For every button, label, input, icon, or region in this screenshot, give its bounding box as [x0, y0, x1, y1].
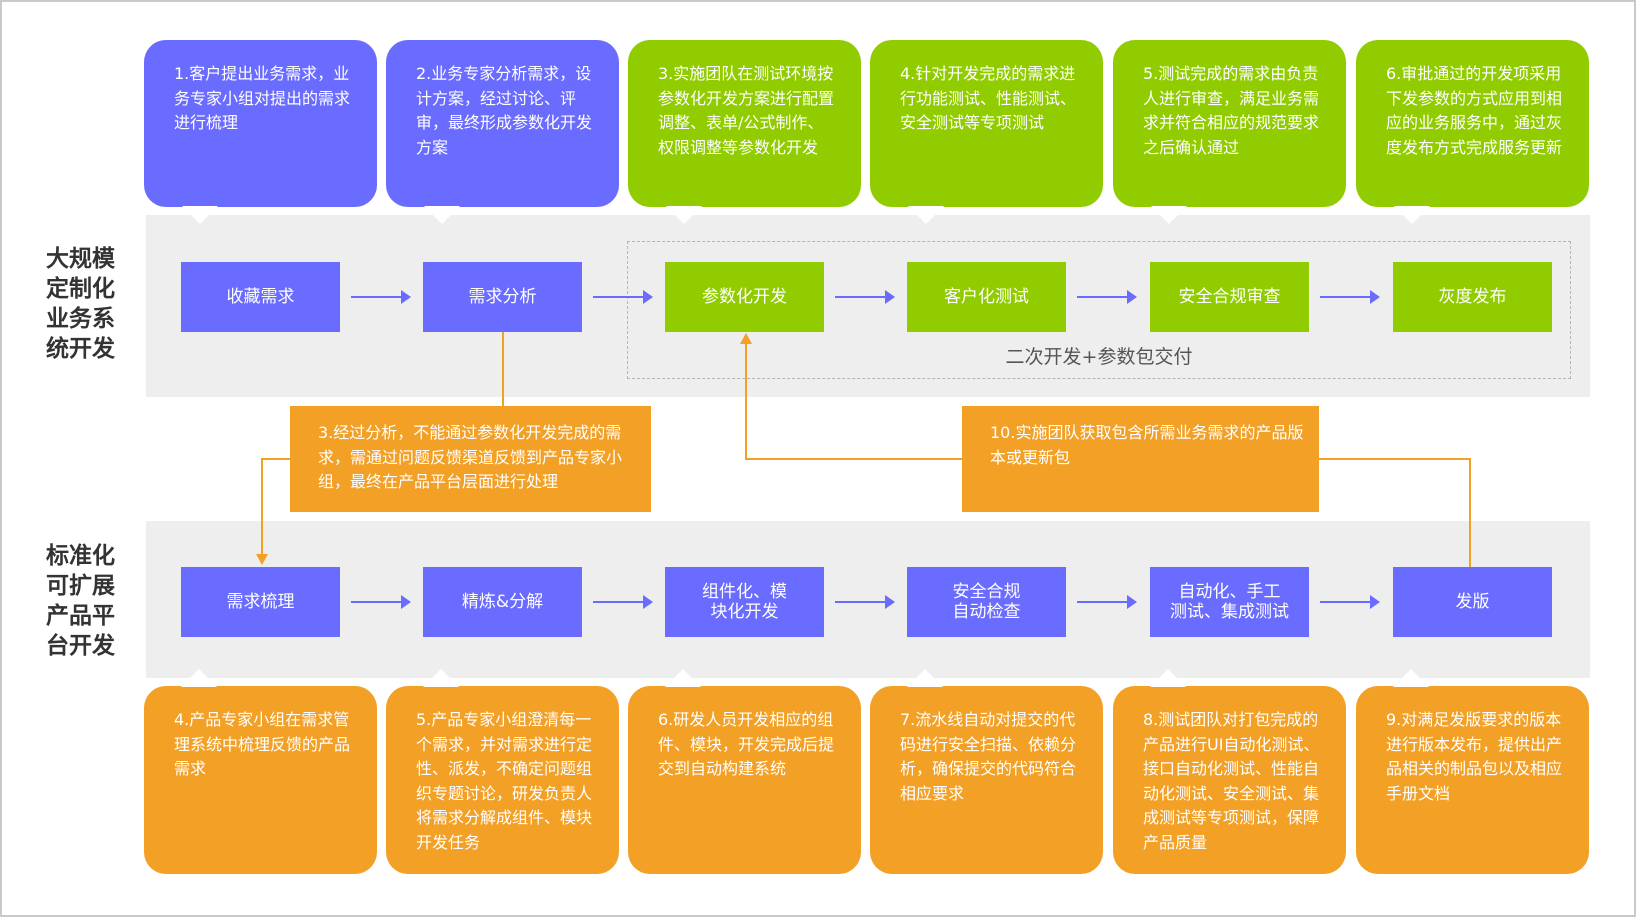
top-callout-5: 5.测试完成的需求由负责人进行审查，满足业务需求并符合相应的规范要求之后确认通过 — [1113, 40, 1346, 224]
callout-text: 5.测试完成的需求由负责人进行审查，满足业务需求并符合相应的规范要求之后确认通过 — [1143, 64, 1320, 157]
feedback-note-10: 10.实施团队获取包含所需业务需求的产品版本或更新包 — [962, 406, 1319, 512]
callout-pointer — [1393, 669, 1429, 687]
arrow-right-icon — [1320, 290, 1380, 304]
bottom-step-2[interactable]: 精炼&分解 — [423, 567, 582, 637]
arrow-down-icon — [256, 554, 268, 565]
top-step-2[interactable]: 需求分析 — [423, 262, 582, 332]
callout-text: 2.业务专家分析需求，设计方案，经过讨论、评审，最终形成参数化开发方案 — [416, 64, 593, 157]
arrow-right-icon — [835, 595, 895, 609]
dashed-group-label: 二次开发+参数包交付 — [1005, 346, 1193, 368]
connector-line — [502, 332, 504, 406]
callout-pointer — [1151, 206, 1187, 224]
top-callout-6: 6.审批通过的开发项采用下发参数的方式应用到相应的业务服务中，通过灰度发布方式完… — [1356, 40, 1589, 224]
bottom-step-4[interactable]: 安全合规 自动检查 — [907, 567, 1066, 637]
top-step-3[interactable]: 参数化开发 — [665, 262, 824, 332]
arrow-right-icon — [351, 595, 411, 609]
callout-pointer — [181, 669, 217, 687]
feedback-note-3: 3.经过分析，不能通过参数化开发完成的需求，需通过问题反馈渠道反馈到产品专家小组… — [290, 406, 651, 512]
arrow-right-icon — [1320, 595, 1380, 609]
arrow-right-icon — [351, 290, 411, 304]
connector-line — [1469, 458, 1471, 567]
connector-line — [745, 343, 747, 460]
connector-line — [1319, 458, 1471, 460]
bottom-callout-4: 4.产品专家小组在需求管理系统中梳理反馈的产品需求 — [144, 669, 377, 874]
lane-band-top — [146, 215, 1590, 397]
top-step-5[interactable]: 安全合规审查 — [1150, 262, 1309, 332]
bottom-step-6[interactable]: 发版 — [1393, 567, 1552, 637]
bottom-callout-6: 6.研发人员开发相应的组件、模块，开发完成后提交到自动构建系统 — [628, 669, 861, 874]
callout-text: 3.实施团队在测试环境按参数化开发方案进行配置调整、表单/公式制作、权限调整等参… — [658, 64, 835, 157]
lane-band-bottom — [146, 521, 1590, 678]
connector-line — [261, 458, 290, 460]
lane-label-top: 大规模定制化业务系统开发 — [46, 246, 115, 362]
callout-pointer — [423, 669, 459, 687]
top-step-6[interactable]: 灰度发布 — [1393, 262, 1552, 332]
callout-pointer — [666, 206, 702, 224]
callout-text: 4.针对开发完成的需求进行功能测试、性能测试、安全测试等专项测试 — [900, 64, 1077, 132]
arrow-right-icon — [593, 595, 653, 609]
bottom-callout-7: 7.流水线自动对提交的代码进行安全扫描、依赖分析，确保提交的代码符合相应要求 — [870, 669, 1103, 874]
top-step-1[interactable]: 收藏需求 — [181, 262, 340, 332]
top-callout-1: 1.客户提出业务需求，业务专家小组对提出的需求进行梳理 — [144, 40, 377, 224]
arrow-right-icon — [593, 290, 653, 304]
bottom-step-3[interactable]: 组件化、模 块化开发 — [665, 567, 824, 637]
callout-pointer — [1150, 669, 1186, 687]
callout-text: 6.研发人员开发相应的组件、模块，开发完成后提交到自动构建系统 — [658, 710, 835, 778]
top-callout-3: 3.实施团队在测试环境按参数化开发方案进行配置调整、表单/公式制作、权限调整等参… — [628, 40, 861, 224]
top-callout-2: 2.业务专家分析需求，设计方案，经过讨论、评审，最终形成参数化开发方案 — [386, 40, 619, 224]
arrow-right-icon — [1077, 595, 1137, 609]
dashed-group-box — [627, 241, 1571, 379]
bottom-step-5[interactable]: 自动化、手工 测试、集成测试 — [1150, 567, 1309, 637]
callout-text: 8.测试团队对打包完成的产品进行UI自动化测试、接口自动化测试、性能自动化测试、… — [1143, 710, 1320, 852]
connector-line — [261, 458, 263, 555]
top-callout-4: 4.针对开发完成的需求进行功能测试、性能测试、安全测试等专项测试 — [870, 40, 1103, 224]
lane-label-bottom: 标准化可扩展产品平台开发 — [46, 543, 115, 659]
arrow-right-icon — [1077, 290, 1137, 304]
connector-line — [745, 458, 962, 460]
bottom-callout-5: 5.产品专家小组澄清每一个需求，并对需求进行定性、派发，不确定问题组织专题讨论，… — [386, 669, 619, 874]
callout-text: 7.流水线自动对提交的代码进行安全扫描、依赖分析，确保提交的代码符合相应要求 — [900, 710, 1077, 803]
callout-pointer — [907, 669, 943, 687]
callout-pointer — [1394, 206, 1430, 224]
bottom-callout-8: 8.测试团队对打包完成的产品进行UI自动化测试、接口自动化测试、性能自动化测试、… — [1113, 669, 1346, 874]
arrow-right-icon — [835, 290, 895, 304]
callout-pointer — [665, 669, 701, 687]
callout-pointer — [908, 206, 944, 224]
top-step-4[interactable]: 客户化测试 — [907, 262, 1066, 332]
callout-pointer — [182, 206, 218, 224]
bottom-step-1[interactable]: 需求梳理 — [181, 567, 340, 637]
arrow-up-icon — [740, 333, 752, 344]
callout-text: 4.产品专家小组在需求管理系统中梳理反馈的产品需求 — [174, 710, 351, 778]
callout-text: 9.对满足发版要求的版本进行版本发布，提供出产品相关的制品包以及相应手册文档 — [1386, 710, 1563, 803]
callout-text: 6.审批通过的开发项采用下发参数的方式应用到相应的业务服务中，通过灰度发布方式完… — [1386, 64, 1563, 157]
callout-text: 1.客户提出业务需求，业务专家小组对提出的需求进行梳理 — [174, 64, 351, 132]
callout-text: 5.产品专家小组澄清每一个需求，并对需求进行定性、派发，不确定问题组织专题讨论，… — [416, 710, 593, 852]
callout-pointer — [424, 206, 460, 224]
bottom-callout-9: 9.对满足发版要求的版本进行版本发布，提供出产品相关的制品包以及相应手册文档 — [1356, 669, 1589, 874]
